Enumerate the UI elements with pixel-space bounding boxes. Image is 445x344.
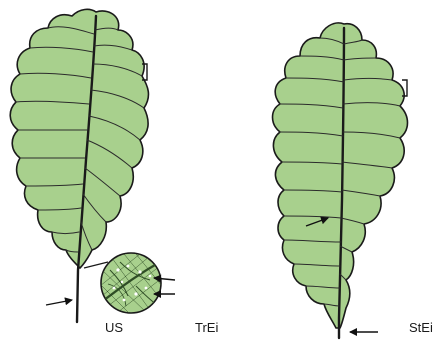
arrow-icon xyxy=(46,300,72,305)
left-species-label: TrEi xyxy=(195,320,218,335)
underside-label: US xyxy=(105,320,123,335)
right-species-label: StEi xyxy=(409,320,433,335)
left-oak-leaf xyxy=(10,9,175,322)
magnified-underside-detail xyxy=(100,253,162,314)
magnifier-pointer-line xyxy=(84,262,108,268)
right-oak-leaf xyxy=(273,23,408,338)
